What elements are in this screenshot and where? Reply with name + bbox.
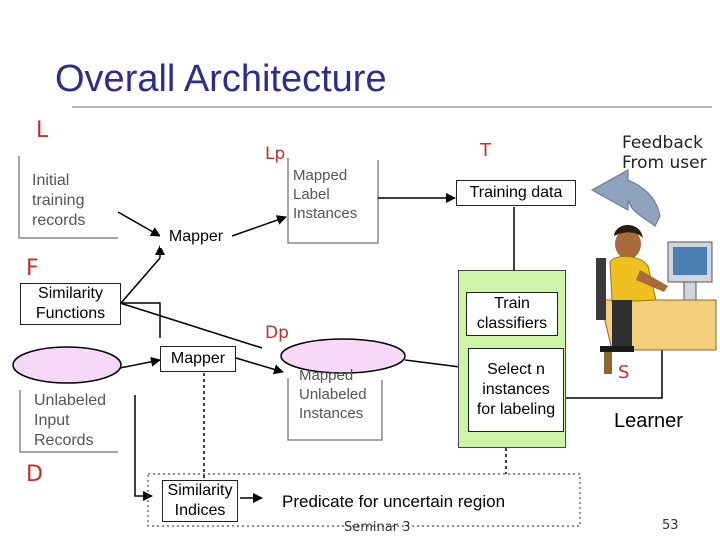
mapped-unlabeled-ellipse [280, 338, 406, 374]
initial-training-doc-shape [18, 156, 118, 239]
label-S: S [618, 362, 630, 383]
label-F: F [26, 256, 39, 281]
unlabeled-input-records: Unlabeled Input Records [34, 391, 106, 451]
uncertain-region-dotted-box [147, 473, 581, 527]
box-line: Similarity [38, 285, 103, 302]
mapped-unlabeled-instances: Mapped Unlabeled Instances [299, 366, 367, 423]
box-line: Train [494, 295, 530, 312]
doc-line: Initial [32, 172, 70, 189]
mapped-unlabeled-doc-shape [287, 378, 383, 441]
label-T: T [480, 140, 491, 161]
box-line: instances [482, 381, 550, 398]
footer-seminar: Seminar 3 [344, 520, 411, 535]
doc-line: records [32, 212, 86, 229]
mapper-bottom-box: Mapper [160, 346, 236, 372]
doc-line: Unlabeled [299, 386, 367, 403]
box-line: for labeling [476, 401, 556, 418]
doc-line: Input [34, 412, 70, 429]
training-data-box: Training data [456, 180, 576, 206]
learner-label: Learner [614, 410, 683, 432]
unlabeled-input-doc-shape [19, 390, 118, 453]
select-n-instances-box: Select n instances for labeling [468, 348, 564, 432]
feedback-line-1: Feedback [622, 133, 703, 153]
doc-line: Mapped [299, 367, 354, 384]
box-line: Similarity [167, 482, 233, 499]
mapper-to-mapped-label-arrow [231, 215, 287, 237]
feedback-label: Feedback From user [622, 133, 707, 173]
box-line: Functions [35, 305, 106, 322]
doc-line: training [32, 192, 85, 209]
page-number: 53 [662, 518, 679, 533]
mapped-label-ellipse [282, 142, 382, 162]
mapper-top-box: Mapper [160, 226, 232, 248]
doc-line: Instances [293, 205, 358, 222]
similarity-functions-box: Similarity Functions [20, 283, 121, 325]
mapped-unlabeled-to-select-arrow [404, 359, 469, 372]
title-underline [72, 106, 712, 108]
doc-line: Records [34, 432, 94, 449]
doc-line: Unlabeled [34, 392, 107, 409]
d-to-similarity-indices-arrow [134, 395, 153, 501]
simfunc-to-mapper-bottom-line [121, 302, 161, 338]
unlabeled-input-ellipse [12, 346, 122, 384]
simfunc-to-mapper-top-line [120, 257, 161, 304]
predicate-label: Predicate for uncertain region [282, 492, 506, 511]
similarity-indices-label: Similarity Indices [168, 481, 233, 521]
select-n-label: Select n instances for labeling [477, 360, 555, 420]
mapped-label-instances: Mapped Label Instances [293, 166, 357, 223]
simfunc-diagonal-line [119, 302, 263, 349]
label-D: D [26, 462, 43, 487]
learner-illustration [596, 225, 717, 374]
initial-to-mapper-arrow [117, 211, 161, 237]
mapped-label-doc-shape [287, 158, 379, 244]
label-Lp: Lp [265, 144, 286, 164]
feedback-arrow [590, 168, 661, 227]
label-L: L [36, 118, 49, 143]
train-classifiers-box: Train classifiers [466, 292, 558, 336]
initial-training-records: Initial training records [32, 171, 85, 231]
similarity-indices-box: Similarity Indices [162, 480, 238, 522]
doc-line: Mapped [293, 167, 348, 184]
box-line: classifiers [476, 315, 548, 332]
feedback-line-2: From user [622, 153, 707, 173]
unlabeled-to-mapper-arrow [119, 356, 161, 369]
box-line: Indices [174, 502, 226, 519]
doc-line: Label [293, 186, 330, 203]
similarity-functions-label: Similarity Functions [36, 284, 105, 324]
label-Dp: Dp [265, 323, 289, 343]
page-title: Overall Architecture [55, 58, 387, 100]
mapper-to-mapped-unlabeled-arrow [235, 357, 284, 375]
train-classifiers-label: Train classifiers [477, 294, 547, 334]
doc-line: Instances [299, 405, 364, 422]
box-line: Select n [487, 361, 545, 378]
